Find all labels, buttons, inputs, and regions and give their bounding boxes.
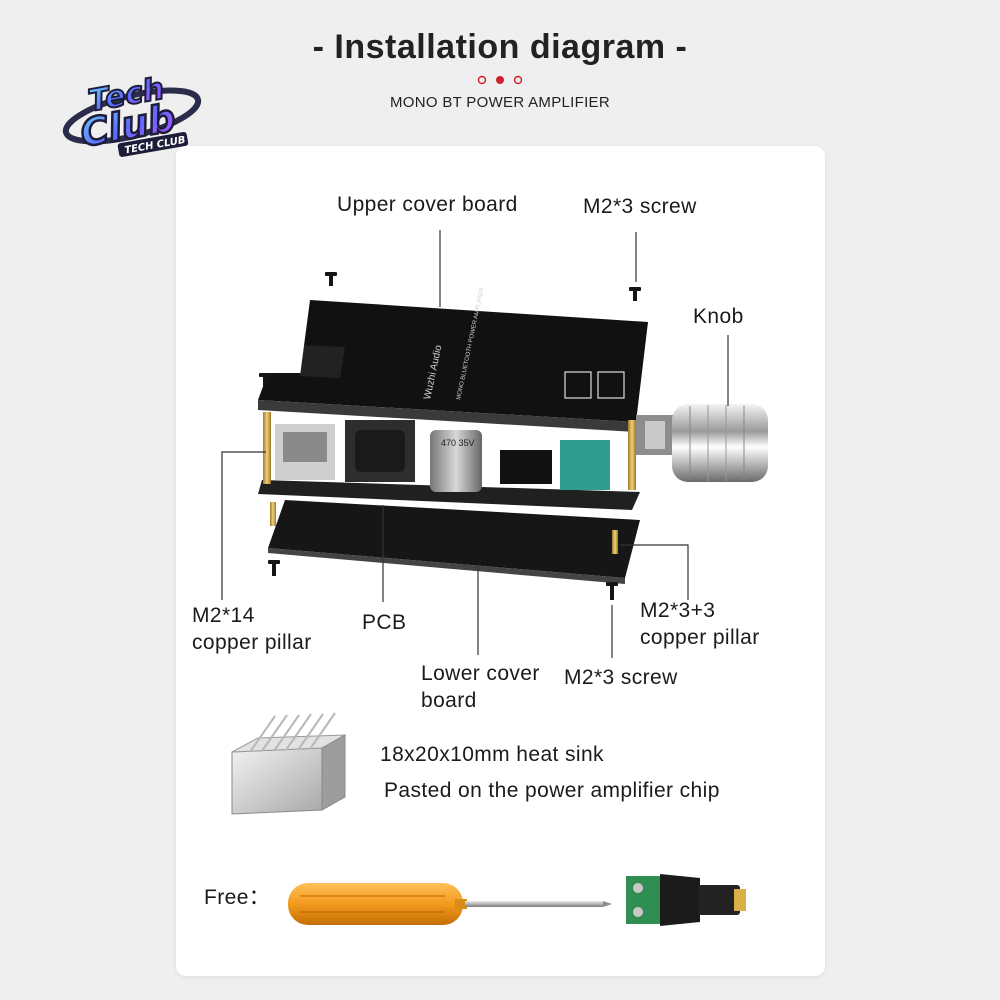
label-m2x14-line1: M2*14 <box>192 602 255 629</box>
label-m2x3-screw-bottom: M2*3 screw <box>564 664 678 691</box>
label-m2x3-3-line1: M2*3+3 <box>640 597 715 624</box>
label-heat-sink-note: Pasted on the power amplifier chip <box>384 777 720 804</box>
screwdriver-handle <box>288 883 463 925</box>
terminal-green-block <box>626 876 660 924</box>
label-knob: Knob <box>693 303 744 330</box>
m2x14-pillar-right <box>628 420 636 490</box>
dc-connector <box>626 874 746 926</box>
label-lower-cover-line2: board <box>421 687 477 714</box>
screw-top-left <box>325 272 337 286</box>
label-m2x14-line2: copper pillar <box>192 629 312 656</box>
screw-bottom-left <box>268 560 280 576</box>
knob <box>636 404 768 482</box>
m2x14-pillar-left <box>263 412 271 484</box>
leader-m2x14 <box>222 452 266 600</box>
label-m2x3-screw-top: M2*3 screw <box>583 193 697 220</box>
screw-bottom-right <box>606 582 618 600</box>
screw-top-right <box>629 287 641 301</box>
pcb-board: 470 35V <box>258 420 640 510</box>
label-upper-cover-board: Upper cover board <box>337 191 518 218</box>
m2x3-pillar-right <box>612 530 618 554</box>
label-pcb: PCB <box>362 609 406 636</box>
dc-plug-tip <box>734 889 746 911</box>
label-free: Free： <box>204 884 270 911</box>
upper-cover-board: Wuzhi Audio MONO BLUETOOTH POWER AMPLIFI… <box>258 287 648 432</box>
m2x3-pillar-left <box>270 502 276 526</box>
heat-sink <box>232 713 345 814</box>
label-heat-sink-size: 18x20x10mm heat sink <box>380 741 604 768</box>
label-lower-cover-line1: Lower cover <box>421 660 540 687</box>
label-m2x3-3-line2: copper pillar <box>640 624 760 651</box>
capacitor-print: 470 35V <box>441 438 475 448</box>
screwdriver <box>288 883 612 925</box>
amp-chip <box>500 450 552 484</box>
screwdriver-shaft <box>465 901 603 907</box>
terminal-block <box>560 440 610 490</box>
lower-cover-board <box>268 500 640 584</box>
